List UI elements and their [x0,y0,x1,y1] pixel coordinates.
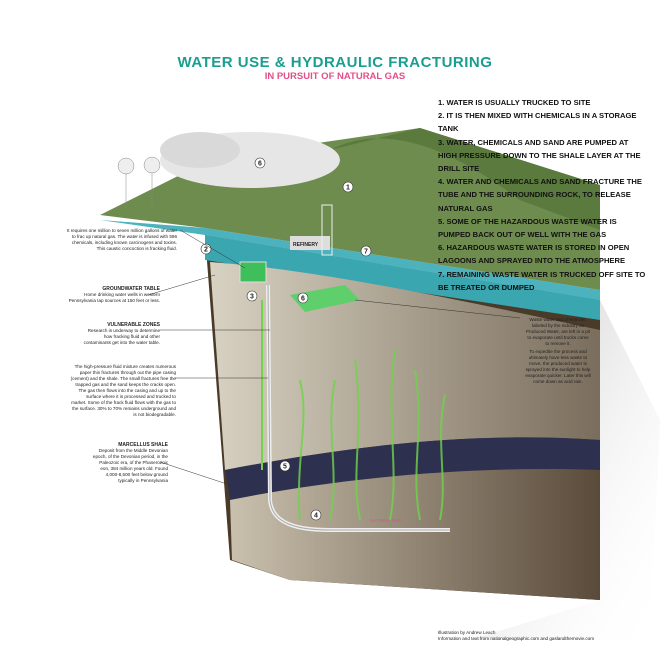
credits: Illustration by Andrew Leach Information… [438,630,658,642]
credit-illustration: Illustration by Andrew Leach [438,630,496,635]
bottom-rock [230,469,600,600]
steps-list: 1. WATER IS USUALLY TRUCKED TO SITE 2. I… [438,96,648,294]
marcellus-note: MARCELLUS SHALE Deposit from the Middle … [90,442,168,484]
marker-3: 3 [250,294,254,301]
rock-layer [210,262,600,470]
water-towers [117,156,161,210]
step-3: 3. WATER, CHEMICALS AND SAND ARE PUMPED … [438,137,641,174]
marcellus-shale-layer [225,437,600,500]
marcellus-title: MARCELLUS SHALE [118,442,168,448]
groundwater-title: GROUNDWATER TABLE [102,286,160,292]
step-4: 4. WATER AND CHEMICALS AND SAND FRACTURE… [438,177,642,213]
marcellus-text: Deposit from the Middle Devonian epoch, … [92,448,168,483]
marker-5: 5 [283,464,287,471]
step-6: 6. HAZARDOUS WASTE WATER IS STORED IN OP… [438,243,630,266]
water-use-note: It requires one million to seven million… [66,228,177,251]
storage-tank [239,261,267,283]
vulnerable-note: VULNERABLE ZONES Research is underway to… [80,322,160,346]
groundwater-text: Home drinking water wells in western Pen… [68,292,160,303]
marker-4: 4 [314,513,318,520]
groundwater-note: GROUNDWATER TABLE Home drinking water we… [65,286,160,304]
marker-7: 7 [364,249,368,256]
step-7: 7. REMAINING WASTE WATER IS TRUCKED OFF … [438,269,646,292]
marker-1: 1 [346,185,350,192]
expedite-note: To expedite the process and ultimately h… [525,349,591,384]
leader-lines [147,229,521,486]
drill-rig [321,204,333,256]
main-title: WATER USE & HYDRAULIC FRACTURING [177,54,493,71]
refinery-label: REFINERY [293,242,319,248]
vulnerable-title: VULNERABLE ZONES [107,322,160,328]
waste-note: Waste water and chemicals, labeled by th… [525,317,591,346]
waste-lagoon [290,285,360,312]
hill [330,128,600,230]
marker-6: 6 [301,296,305,303]
fractures [297,349,446,521]
step-1: 1. WATER IS USUALLY TRUCKED TO SITE [438,98,591,107]
block-shadow [470,300,660,640]
step-markers [200,157,372,521]
groundwater-layer [205,235,600,320]
cloud-part [160,132,240,168]
step-2: 2. IT IS THEN MIXED WITH CHEMICALS IN A … [438,111,637,134]
subtitle: IN PURSUIT OF NATURAL GAS [264,71,406,82]
marker-6-spray: 6 [258,161,262,168]
refinery [290,236,330,250]
marker-2: 2 [204,247,208,254]
well-casing [267,284,450,531]
natural-gas-label: NATURAL GAS [370,518,401,523]
credit-sources: Information and text from nationalgeogra… [438,636,595,641]
step-5: 5. SOME OF THE HAZARDOUS WASTE WATER IS … [438,216,617,240]
vulnerable-text: Research is underway to determine how fr… [83,328,160,345]
pressure-note: The high-pressure fluid mixture creates … [70,364,176,417]
